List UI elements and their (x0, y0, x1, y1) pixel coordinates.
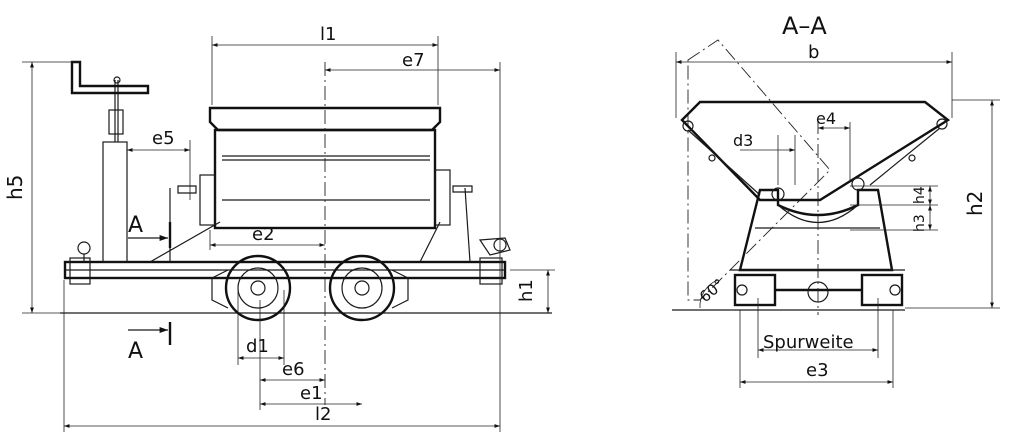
label-e4: e4 (816, 109, 836, 128)
angle-arc (699, 279, 719, 309)
label-e2: e2 (252, 224, 275, 245)
label-e6: e6 (282, 359, 305, 380)
buffer-right (478, 237, 511, 256)
label-l1: l1 (320, 24, 336, 45)
wheel-right (328, 254, 409, 322)
label-b: b (808, 42, 819, 63)
label-e3: e3 (806, 360, 829, 381)
label-l2: l2 (315, 404, 331, 425)
section-view: A–A (672, 12, 1000, 388)
label-section-upper: A (128, 213, 143, 238)
label-section-lower: A (128, 339, 143, 364)
label-h1: h1 (516, 279, 537, 302)
cradle (738, 177, 894, 272)
label-angle: 60° (696, 275, 728, 306)
label-e5: e5 (152, 128, 175, 149)
side-view: l1 e7 e5 e2 d1 e6 e1 l2 h5 h1 A A (3, 24, 555, 432)
label-e7: e7 (402, 50, 425, 71)
section-title: A–A (782, 12, 827, 40)
label-h2: h2 (963, 191, 987, 216)
label-e1: e1 (300, 383, 323, 404)
label-h4: h4 (912, 186, 928, 204)
label-d1: d1 (246, 336, 269, 357)
wheel-left (211, 254, 292, 322)
label-h3: h3 (912, 214, 928, 232)
label-d3: d3 (733, 131, 753, 150)
label-spurweite: Spurweite (763, 332, 854, 353)
axle-assembly (730, 269, 905, 307)
bucket-section (680, 100, 951, 202)
label-h5: h5 (3, 175, 27, 200)
buffer-left (77, 241, 91, 262)
chassis-frame (63, 187, 507, 285)
